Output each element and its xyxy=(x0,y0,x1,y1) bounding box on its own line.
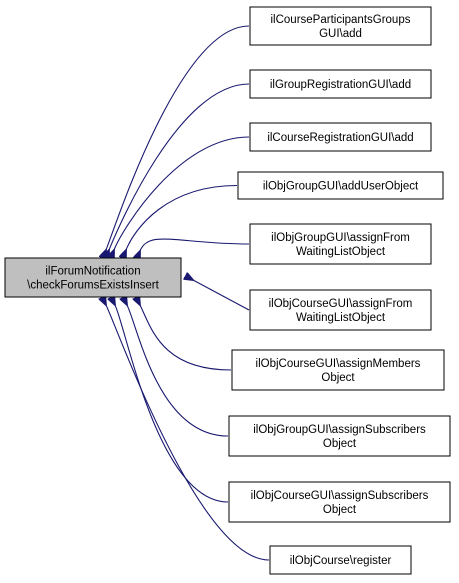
caller-obj-course-assign-from-waiting-list-box xyxy=(249,289,432,331)
call-edge-7 xyxy=(140,305,232,371)
caller-obj-group-assign-subscribers-label-line-2: Object xyxy=(323,438,357,450)
call-edge-10 xyxy=(106,305,270,561)
caller-obj-group-assign-from-waiting-list-label-line-1: ilObjGroupGUI\assignFrom xyxy=(271,232,410,244)
caller-course-participants-groups-add-box xyxy=(249,6,432,46)
caller-obj-group-add-user-object-label-line-1: ilObjGroupGUI\addUserObject xyxy=(263,181,419,193)
caller-obj-group-assign-from-waiting-list-box xyxy=(249,223,432,265)
caller-obj-course-assign-subscribers-label-line-2: Object xyxy=(323,504,357,516)
caller-obj-course-assign-members-label-line-2: Object xyxy=(321,372,355,384)
caller-obj-group-assign-subscribers-label-line-1: ilObjGroupGUI\assignSubscribers xyxy=(253,424,426,436)
call-edge-5 xyxy=(140,238,250,251)
call-nodes: ilForumNotification \checkForumsExistsIns… xyxy=(4,6,451,575)
caller-obj-course-assign-members-label-line-1: ilObjCourseGUI\assignMembers xyxy=(256,358,421,370)
target-node-label-line-1: ilForumNotification xyxy=(45,266,140,278)
caller-group-registration-add-label-line-1: ilGroupRegistrationGUI\add xyxy=(270,79,411,91)
caller-course-participants-groups-add-label-line-1: ilCourseParticipantsGroups xyxy=(271,14,411,26)
caller-obj-group-add-user-object[interactable]: ilObjGroupGUI\addUserObject xyxy=(237,171,444,200)
caller-group-registration-add-box xyxy=(249,69,432,99)
call-edge-9 xyxy=(115,305,229,503)
caller-obj-course-assign-from-waiting-list-label-line-2: WaitingListObject xyxy=(296,312,386,324)
caller-course-participants-groups-add-label-line-2: GUI\add xyxy=(319,28,362,40)
call-edge-8 xyxy=(127,305,229,437)
caller-obj-course-register-box xyxy=(269,545,412,575)
caller-course-registration-add[interactable]: ilCourseRegistrationGUI\add xyxy=(249,122,432,152)
caller-obj-group-assign-from-waiting-list[interactable]: ilObjGroupGUI\assignFromWaitingListObjec… xyxy=(249,223,432,265)
call-edge-3 xyxy=(114,136,250,250)
caller-obj-course-assign-members-box xyxy=(231,349,445,391)
call-edge-6 xyxy=(193,280,250,311)
target-node-label-line-2: \checkForumsExistsInsert xyxy=(27,280,159,292)
target-node: ilForumNotification \checkForumsExistsIns… xyxy=(4,257,182,298)
target-node-box xyxy=(4,257,182,298)
caller-obj-course-assign-from-waiting-list[interactable]: ilObjCourseGUI\assignFromWaitingListObje… xyxy=(249,289,432,331)
caller-course-registration-add-label-line-1: ilCourseRegistrationGUI\add xyxy=(267,132,413,144)
caller-group-registration-add[interactable]: ilGroupRegistrationGUI\add xyxy=(249,69,432,99)
caller-obj-course-assign-subscribers-label-line-1: ilObjCourseGUI\assignSubscribers xyxy=(251,490,429,502)
call-edges xyxy=(106,25,270,561)
call-edge-2 xyxy=(109,83,250,250)
call-edge-1 xyxy=(106,25,250,250)
caller-course-registration-add-box xyxy=(249,122,432,152)
caller-obj-course-register-label-line-1: ilObjCourse\register xyxy=(290,555,392,567)
caller-obj-group-assign-from-waiting-list-label-line-2: WaitingListObject xyxy=(296,246,386,258)
caller-obj-group-add-user-object-box xyxy=(237,171,444,200)
caller-obj-course-assign-subscribers-box xyxy=(228,481,451,523)
caller-obj-course-register[interactable]: ilObjCourse\register xyxy=(269,545,412,575)
call-edge-4 xyxy=(126,184,238,251)
caller-obj-group-assign-subscribers-box xyxy=(228,415,451,457)
caller-obj-course-assign-from-waiting-list-label-line-1: ilObjCourseGUI\assignFrom xyxy=(269,298,413,310)
